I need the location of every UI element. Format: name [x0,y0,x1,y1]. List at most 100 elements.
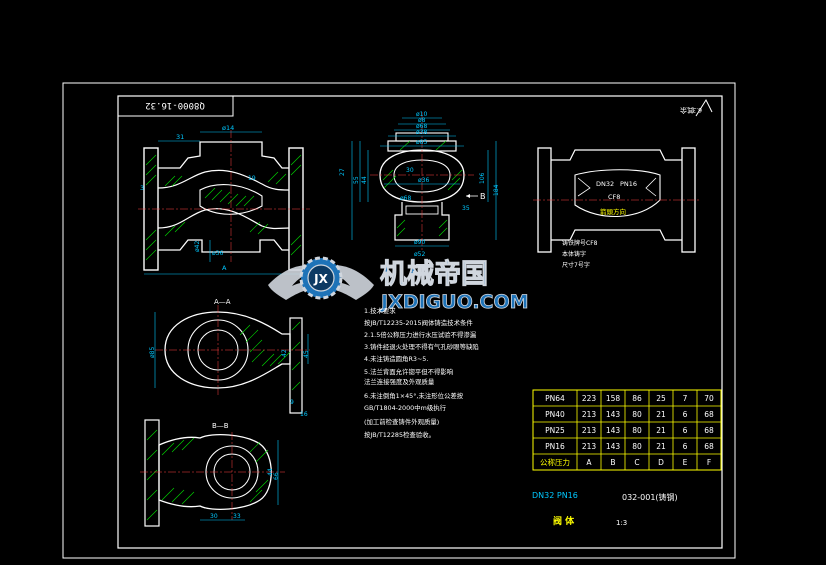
dim-sec-5: 44 [267,468,274,476]
dim-top-12: 106 [479,172,486,184]
table-cell: 80 [632,442,642,451]
watermark-cn: 机械帝国 [380,258,488,290]
dim-top-1: ø8 [418,117,426,124]
code-box-text: Q8000-16.32 [145,100,205,110]
note-line: 按JB/T12285检查验收。 [364,431,435,439]
side-note-0: 铸铁牌号CF8 [562,239,598,247]
dim-top-10: ø68 [400,195,411,202]
table-footer-cell: F [707,458,711,467]
side-note-2: 尺寸7号字 [562,261,590,269]
dim-sec-4: 16 [300,411,308,418]
table-cell: 7 [683,394,688,403]
note-line: 4.未注铸造圆角R3~5. [364,355,429,363]
table-footer-cell: A [586,458,592,467]
view-label-b: B [480,192,486,201]
dim-front-1: 31 [176,133,184,141]
note-line: 1.技术要求 [364,307,396,315]
table-cell: 21 [656,442,666,451]
side-section-view: ø10 ø8 ø68 ø38 ø85 27 55 44 30 ø36 ø68 ø… [339,111,500,258]
dim-front-2: ø42 [194,241,201,252]
table-cell: 68 [704,426,714,435]
dim-top-6: 55 [353,176,360,184]
dim-top-14: 35 [462,205,470,212]
dim-top-2: ø68 [416,123,427,130]
dim-sec-8: 33 [233,513,241,520]
section-bb-label: B—B [212,422,229,430]
table-cell: 158 [606,394,621,403]
dim-sec-6: 66 [273,472,280,480]
code-box [117,95,234,117]
table-footer-cell: E [683,458,688,467]
table-cell: PN64 [545,394,565,403]
table-footer-cell: C [634,458,639,467]
table-cell: 223 [582,394,597,403]
roughness-note: 其余 [680,106,694,115]
dim-top-9: ø36 [418,177,429,184]
table-footer-cell: D [658,458,664,467]
dim-top-15: ø52 [414,251,425,258]
note-line: (加工前检查铸件外观质量) [364,418,440,426]
outer-frame [62,82,736,559]
section-bb: B—B 44 66 30 33 [140,419,285,527]
table-cell: PN16 [545,442,565,451]
table-cell: PN40 [545,410,565,419]
dim-front-3: 3 [140,184,144,192]
table-cell: 143 [606,410,621,419]
dim-sec-1: 42 [281,349,288,357]
note-line: 法兰连接强度及外观质量 [364,378,435,386]
dim-top-13: 184 [493,184,500,196]
body-label-f: CF8 [608,193,620,201]
inner-frame [117,95,723,549]
dim-sec-3: 9 [290,399,294,406]
note-line: GB/T1804-2000中m级执行 [364,404,447,412]
dim-top-8: 30 [406,167,414,174]
dim-top-4: ø85 [416,139,427,146]
title-part-name: 阀 体 [553,515,575,527]
table-cell: 80 [632,426,642,435]
table-cell: 6 [683,410,688,419]
title-spec: DN32 PN16 [532,491,578,500]
svg-text:6.3: 6.3 [692,106,702,113]
dim-top-3: ø38 [416,129,427,136]
dim-front-5: A [222,264,227,272]
dim-sec-0: ø85 [149,347,156,358]
watermark-en: JXDIGUO.COM [379,291,529,313]
dim-front-0: ø14 [222,124,234,132]
table-cell: 21 [656,410,666,419]
side-note-1: 本体铸字 [562,250,586,258]
table-cell: 80 [632,410,642,419]
dim-top-0: ø10 [416,111,427,118]
table-cell: 70 [704,394,714,403]
note-line: 5.法兰背面允许锪平但不得影响 [364,368,454,376]
roughness-symbol: 6.3 [692,98,713,117]
table-cell: 213 [582,410,597,419]
table-cell: 25 [656,394,666,403]
dim-top-11: ø90 [414,239,425,246]
table-cell: 143 [606,442,621,451]
table-cell: 6 [683,426,688,435]
dim-top-5: 27 [339,168,346,176]
note-line: 2.1.5倍公称压力进行水压试验不得渗漏 [364,331,477,339]
title-drawing-no: 032-001(铸钢) [622,492,678,502]
table-footer-cell: B [610,458,615,467]
section-aa: A—A ø85 42 45 9 16 [149,298,310,418]
watermark-logo: JX 机械帝国 JXDIGUO.COM [268,256,529,313]
table-cell: 213 [582,426,597,435]
table-cell: 86 [632,394,642,403]
note-line: 按JB/T12235-2015阀体铸造技术条件 [364,319,473,327]
dim-front-6: 19 [248,175,256,182]
table-cell: 68 [704,410,714,419]
table-cell: PN25 [545,426,565,435]
table-cell: 21 [656,426,666,435]
watermark-badge: JX [313,272,328,286]
right-view: DN32 PN16 CF8 箭頭方向 铸铁牌号CF8 本体铸字 尺寸7号字 [533,147,700,269]
dim-top-7: 44 [361,176,368,184]
title-scale: 1:3 [616,519,627,527]
table-cell: 213 [582,442,597,451]
body-label-pn: PN16 [620,180,637,188]
table-cell: 143 [606,426,621,435]
dim-sec-2: 45 [303,350,310,358]
dim-front-4: ø36 [212,250,223,257]
